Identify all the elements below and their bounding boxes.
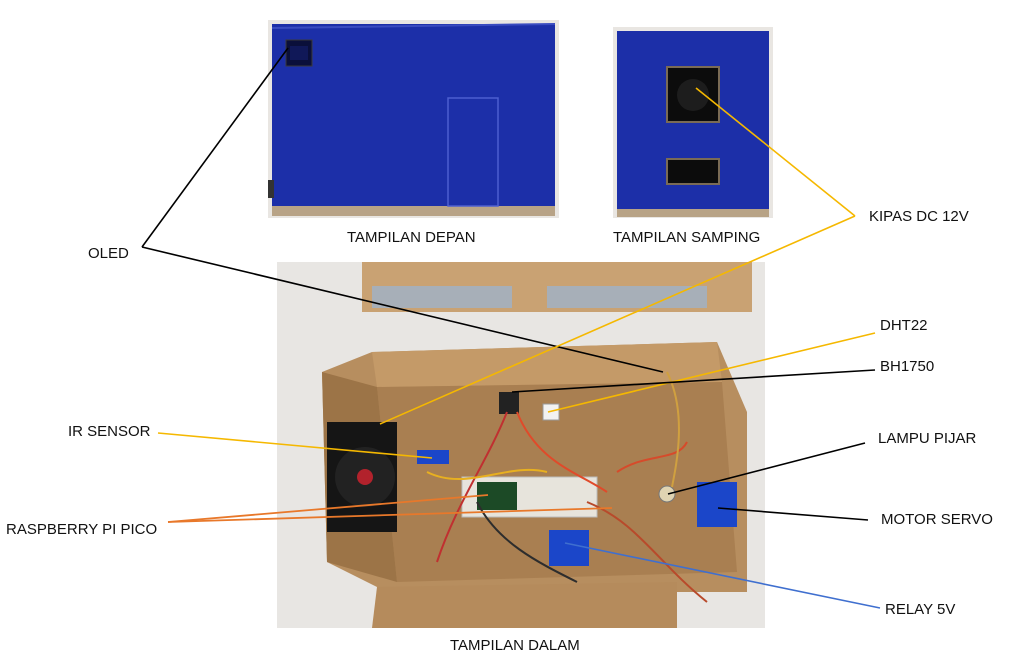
incandescent-lamp bbox=[658, 485, 676, 503]
label-kipas-dc: KIPAS DC 12V bbox=[869, 208, 969, 225]
callout-line-pico-a bbox=[167, 494, 489, 523]
bh1750-sensor bbox=[499, 392, 519, 414]
label-lampu-pijar: LAMPU PIJAR bbox=[878, 430, 977, 447]
label-motor-servo: MOTOR SERVO bbox=[881, 511, 993, 528]
front-view-photo bbox=[268, 20, 559, 218]
callout-line-motor-servo bbox=[717, 507, 869, 521]
caption-side-view: TAMPILAN SAMPING bbox=[613, 229, 761, 246]
label-dht22: DHT22 bbox=[880, 317, 928, 334]
callout-line-pico-b bbox=[167, 507, 613, 523]
callout-line-bh1750 bbox=[511, 369, 876, 393]
label-ir-sensor: IR SENSOR bbox=[68, 423, 151, 440]
callout-line-ir-sensor bbox=[157, 432, 433, 459]
servo-motor bbox=[697, 482, 737, 527]
relay-module bbox=[549, 530, 589, 566]
side-view-photo bbox=[613, 27, 773, 218]
callout-line-kipas-inside bbox=[379, 215, 856, 425]
callout-line-kipas-side bbox=[695, 87, 856, 217]
label-bh1750: BH1750 bbox=[880, 358, 935, 375]
label-oled: OLED bbox=[88, 245, 129, 262]
caption-front-view: TAMPILAN DEPAN bbox=[347, 229, 476, 246]
ir-sensor-module bbox=[417, 450, 449, 464]
callout-line-dht22 bbox=[547, 332, 876, 413]
caption-inside-view: TAMPILAN DALAM bbox=[450, 637, 580, 654]
callout-line-oled-front bbox=[141, 47, 289, 248]
callout-line-lampu-pijar bbox=[667, 442, 866, 495]
label-raspberry-pi-pico: RASPBERRY PI PICO bbox=[6, 521, 158, 538]
callout-line-oled-inside bbox=[141, 246, 664, 373]
dc-fan bbox=[327, 422, 397, 532]
callout-line-relay bbox=[564, 542, 881, 609]
label-relay: RELAY 5V bbox=[885, 601, 956, 618]
